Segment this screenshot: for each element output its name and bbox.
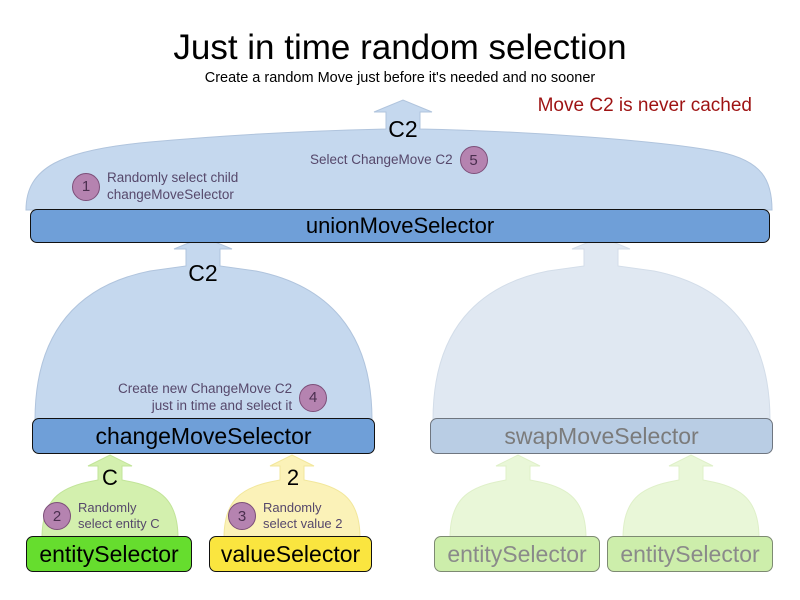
annotation-text-4: Create new ChangeMove C2 just in time an…	[118, 381, 293, 413]
page-title: Just in time random selection	[173, 28, 627, 67]
flow-label-change-output: C2	[188, 260, 218, 286]
node-entity-selector-swap-right[interactable]: entitySelector	[607, 536, 773, 572]
node-entity-selector-swap-left[interactable]: entitySelector	[434, 536, 600, 572]
change-output-cloud	[34, 236, 373, 421]
annotation-1: 1 Randomly select child changeMoveSelect…	[72, 170, 238, 204]
flow-label-value-output: 2	[286, 465, 300, 490]
node-union-move-selector[interactable]: unionMoveSelector	[30, 209, 770, 243]
annotation-text-1: Randomly select child changeMoveSelector	[107, 170, 239, 202]
annotation-3: 3 Randomly select value 2	[228, 500, 343, 533]
annotation-4: Create new ChangeMove C2 just in time an…	[118, 381, 328, 415]
annotation-badge-4: 4	[299, 383, 328, 412]
annotation-badge-1: 1	[72, 172, 100, 201]
flow-label-entity-output: C	[102, 465, 118, 490]
entity-swap-right-output-cloud	[622, 454, 760, 539]
swap-output-cloud	[432, 236, 771, 421]
annotation-5: Select ChangeMove C2 5	[310, 146, 488, 174]
annotation-text-2: Randomly select entity C	[78, 500, 160, 532]
warning-note: Move C2 is never cached	[537, 95, 752, 116]
annotation-2: 2 Randomly select entity C	[43, 500, 160, 533]
node-entity-selector-change[interactable]: entitySelector	[26, 536, 192, 572]
annotation-text-3: Randomly select value 2	[263, 500, 343, 532]
node-change-move-selector[interactable]: changeMoveSelector	[32, 418, 375, 454]
annotation-text-5: Select ChangeMove C2	[310, 151, 453, 167]
value-output-cloud	[223, 454, 361, 539]
page-subtitle: Create a random Move just before it's ne…	[204, 70, 596, 86]
annotation-badge-2: 2	[43, 502, 71, 531]
annotation-badge-5: 5	[459, 146, 488, 174]
annotation-badge-3: 3	[228, 502, 256, 531]
flow-label-top-output: C2	[388, 116, 418, 142]
node-swap-move-selector[interactable]: swapMoveSelector	[430, 418, 773, 454]
union-output-cloud	[25, 99, 773, 211]
entity-change-output-cloud	[41, 454, 179, 539]
node-value-selector-change[interactable]: valueSelector	[209, 536, 372, 572]
entity-swap-left-output-cloud	[449, 454, 587, 539]
